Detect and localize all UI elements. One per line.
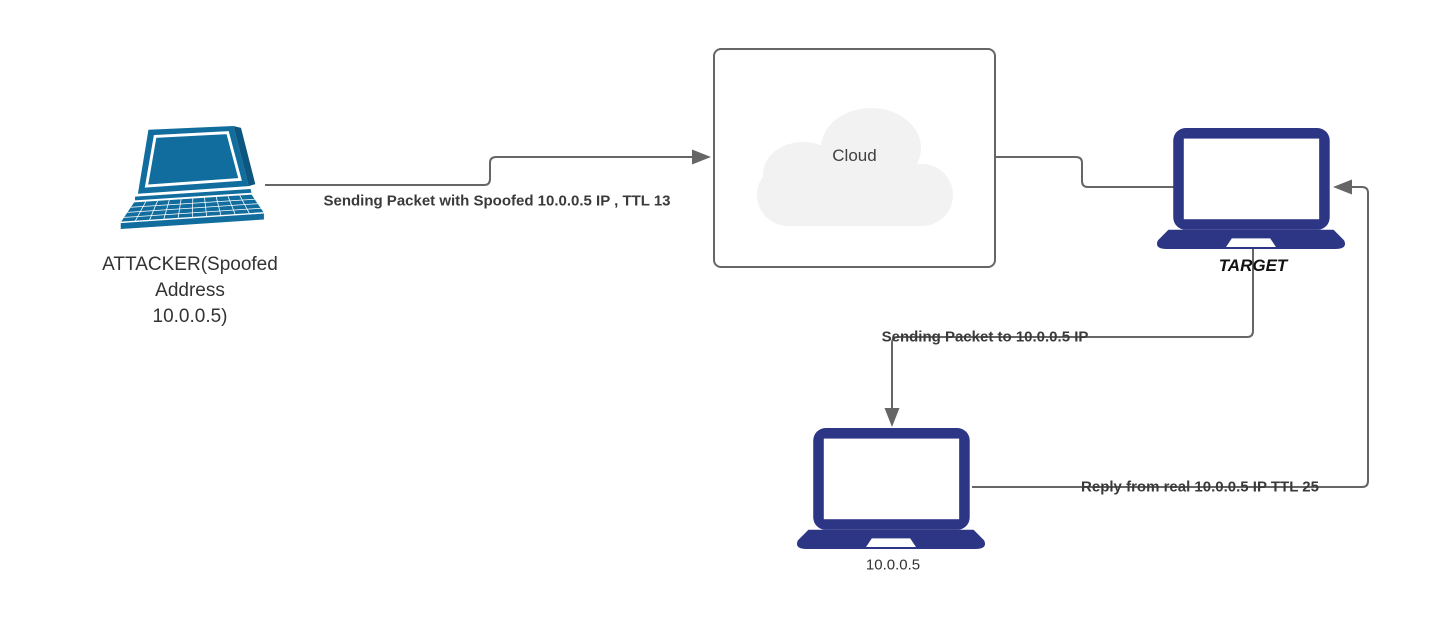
arrowhead-into-target <box>1333 179 1352 195</box>
cloud-icon <box>757 108 953 226</box>
target-label: TARGET <box>1218 256 1288 275</box>
attacker-laptop-perspective-icon <box>120 125 264 230</box>
edge-label-spoofed-packet: Sending Packet with Spoofed 10.0.0.5 IP … <box>323 192 671 210</box>
arrowhead-into-real-host <box>884 408 900 427</box>
arrowhead-into-cloud <box>692 149 711 165</box>
real-host-label: 10.0.0.5 <box>865 556 921 574</box>
attacker-label-line-2: Address <box>155 280 225 301</box>
real-host-laptop-icon <box>795 427 987 550</box>
edge-attacker-to-cloud <box>265 156 692 186</box>
cloud-label: Cloud <box>832 146 877 165</box>
edge-target-to-real-host <box>891 246 1254 408</box>
edge-label-reply-from-real-ip: Reply from real 10.0.0.5 IP TTL 25 <box>1081 478 1319 496</box>
cloud-node: Cloud <box>713 48 996 268</box>
attacker-label-line-3: 10.0.0.5) <box>152 306 228 327</box>
edge-real-host-to-target <box>972 186 1369 488</box>
attacker-label: ATTACKER(Spoofed Address 10.0.0.5) <box>90 252 290 330</box>
edge-label-packet-to-real-ip: Sending Packet to 10.0.0.5 IP <box>881 328 1089 346</box>
attacker-label-line-1: ATTACKER(Spoofed <box>102 254 278 275</box>
target-laptop-icon <box>1155 127 1347 250</box>
edge-cloud-to-target <box>996 156 1174 188</box>
